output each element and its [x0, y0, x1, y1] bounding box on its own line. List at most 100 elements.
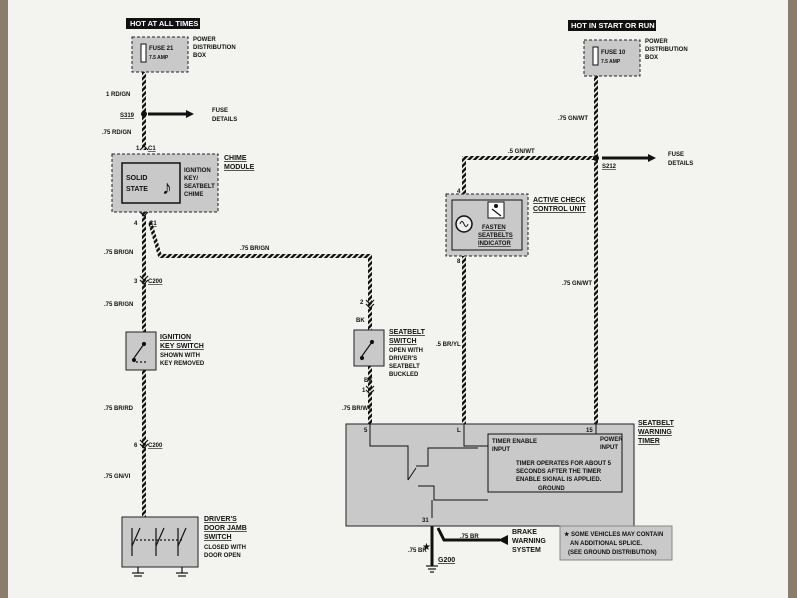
note-line-1: ★ SOME VEHICLES MAY CONTAIN: [564, 531, 663, 538]
solid-wires: [148, 112, 648, 566]
fuse-10-box: [583, 39, 641, 77]
seatsw-t3: OPEN WITH: [389, 348, 423, 354]
fuse-21-pdb-1: POWER: [193, 37, 216, 43]
seatbelt-switch-contacts: [359, 339, 375, 361]
timer-power-2: INPUT: [600, 445, 618, 451]
splice-s212-label: S212: [602, 164, 617, 170]
seatsw-t5: SEATBELT: [389, 364, 420, 370]
fuse-10-pdb-3: BOX: [645, 55, 658, 61]
timer-title-3: TIMER: [638, 438, 660, 445]
pin-5: 5: [364, 428, 368, 434]
doorsw-title-1: DRIVER'S: [204, 516, 237, 523]
timer-power-1: POWER: [600, 437, 623, 443]
header-right-bg: [568, 20, 656, 31]
acc-ind-3: INDICATOR: [478, 241, 511, 247]
chime-title-1: CHIME: [224, 155, 247, 162]
ground-g200-symbol: [426, 565, 438, 573]
fuse-details-2b: DETAILS: [668, 161, 693, 167]
pin-4b: 4: [457, 189, 461, 195]
chime-ign-1: IGNITION: [184, 168, 211, 174]
timer-note-3: ENABLE SIGNAL IS APPLIED.: [516, 477, 602, 483]
wire-label-bk2: BK: [364, 378, 373, 384]
door-switch-contacts: [131, 527, 187, 556]
music-note-icon: ♪: [162, 177, 172, 199]
fuse-21-pdb-3: BOX: [193, 53, 206, 59]
ignsw-t3: SHOWN WITH: [160, 353, 200, 359]
connector-c200a: C200: [148, 279, 163, 285]
wiring-diagram: HOT AT ALL TIMES HOT IN START OR RUN FUS…: [102, 18, 693, 577]
wire-label-w1: 1 RD/GN: [106, 92, 130, 98]
schematic-page: HOT AT ALL TIMES HOT IN START OR RUN FUS…: [8, 0, 788, 598]
note-box: [559, 525, 673, 561]
brake-1: BRAKE: [512, 529, 537, 536]
fuse-details-1a: FUSE: [212, 108, 228, 114]
fuse-details-2a: FUSE: [668, 152, 684, 158]
brake-arrow: [498, 535, 508, 545]
splice-s319: [141, 111, 147, 117]
seatbelt-switch-box: [353, 329, 385, 367]
seatbelt-icon: [487, 201, 505, 219]
chime-ign-2: KEY/: [184, 176, 198, 182]
note-line-2: AN ADDITIONAL SPLICE.: [570, 541, 642, 547]
wire-label-w13: .75 BR: [460, 534, 479, 540]
brake-2: WARNING: [512, 538, 546, 545]
splice-s319-label: S319: [120, 113, 135, 119]
wire-label-w8: .5 GN/WT: [508, 149, 535, 155]
wire-label-w4: .75 BR/GN: [240, 246, 269, 252]
pin-L: L: [457, 428, 461, 434]
pin-8: 8: [457, 259, 461, 265]
doorsw-t5: DOOR OPEN: [204, 553, 241, 559]
pin-6: 6: [134, 443, 138, 449]
ground-symbols-door: [132, 567, 188, 577]
brake-3: SYSTEM: [512, 547, 541, 554]
chime-ign-3: SEATBELT: [184, 184, 215, 190]
seatsw-t6: BUCKLED: [389, 372, 419, 378]
timer-title-2: WARNING: [638, 429, 672, 436]
doorsw-title-2: DOOR JAMB: [204, 525, 247, 532]
note-line-3: (SEE GROUND DISTRIBUTION): [568, 550, 657, 556]
star-icon: ★: [422, 542, 431, 553]
wires: [142, 72, 598, 517]
pin-2: 2: [360, 300, 364, 306]
seatsw-t4: DRIVER'S: [389, 356, 417, 362]
acc-title-2: CONTROL UNIT: [533, 206, 586, 213]
seatsw-title-2: SWITCH: [389, 338, 417, 345]
fuse-10-pdb-2: DISTRIBUTION: [645, 47, 688, 53]
seatsw-title-1: SEATBELT: [389, 329, 426, 336]
connector-marks: [139, 145, 375, 449]
pin-31: 31: [422, 518, 429, 524]
fuse-21-name: FUSE 21: [149, 46, 174, 52]
wire-label-bk1: BK: [356, 318, 365, 324]
fuse-details-1b: DETAILS: [212, 117, 237, 123]
doorsw-title-3: SWITCH: [204, 534, 232, 541]
wire-label-w10: .75 GN/WT: [562, 281, 592, 287]
wire-label-w9: .75 GN/WT: [558, 116, 588, 122]
timer-ground: GROUND: [538, 486, 565, 492]
pin-1: 1: [136, 146, 140, 152]
wire-label-w7: .75 GN/VI: [104, 474, 131, 480]
wire-label-w5: .75 BR/GN: [104, 302, 133, 308]
wire-label-w14: .75 BR: [408, 548, 427, 554]
seatbelt-icon-head: [494, 204, 498, 208]
chime-ign-4: CHIME: [184, 192, 203, 198]
lamp-filament: [459, 221, 469, 227]
connector-c200b: C200: [148, 443, 163, 449]
timer-title-1: SEATBELT: [638, 420, 675, 427]
chime-title-2: MODULE: [224, 164, 255, 171]
header-right: HOT IN START OR RUN: [571, 21, 655, 30]
header-left-bg: [126, 18, 200, 29]
timer-enable-2: INPUT: [492, 447, 510, 453]
timer-inner-box: [487, 433, 623, 493]
acc-ind-1: FASTEN: [482, 225, 506, 231]
door-jamb-switch-box: [121, 516, 199, 568]
timer-internal-wiring: [369, 424, 597, 518]
acc-ind-2: SEATBELTS: [478, 233, 513, 239]
fuse-10-name: FUSE 10: [601, 50, 626, 56]
fuse-10-rating: 7.5 AMP: [601, 59, 621, 65]
fuse-details-arrow-2: [648, 154, 656, 162]
ignition-switch-contacts: [131, 341, 148, 363]
fuse-21-pdb-2: DISTRIBUTION: [193, 45, 236, 51]
wire-label-w3: .75 BR/GN: [104, 250, 133, 256]
connector-c1b: C1: [149, 221, 157, 227]
timer-note-2: SECONDS AFTER THE TIMER: [516, 469, 602, 475]
